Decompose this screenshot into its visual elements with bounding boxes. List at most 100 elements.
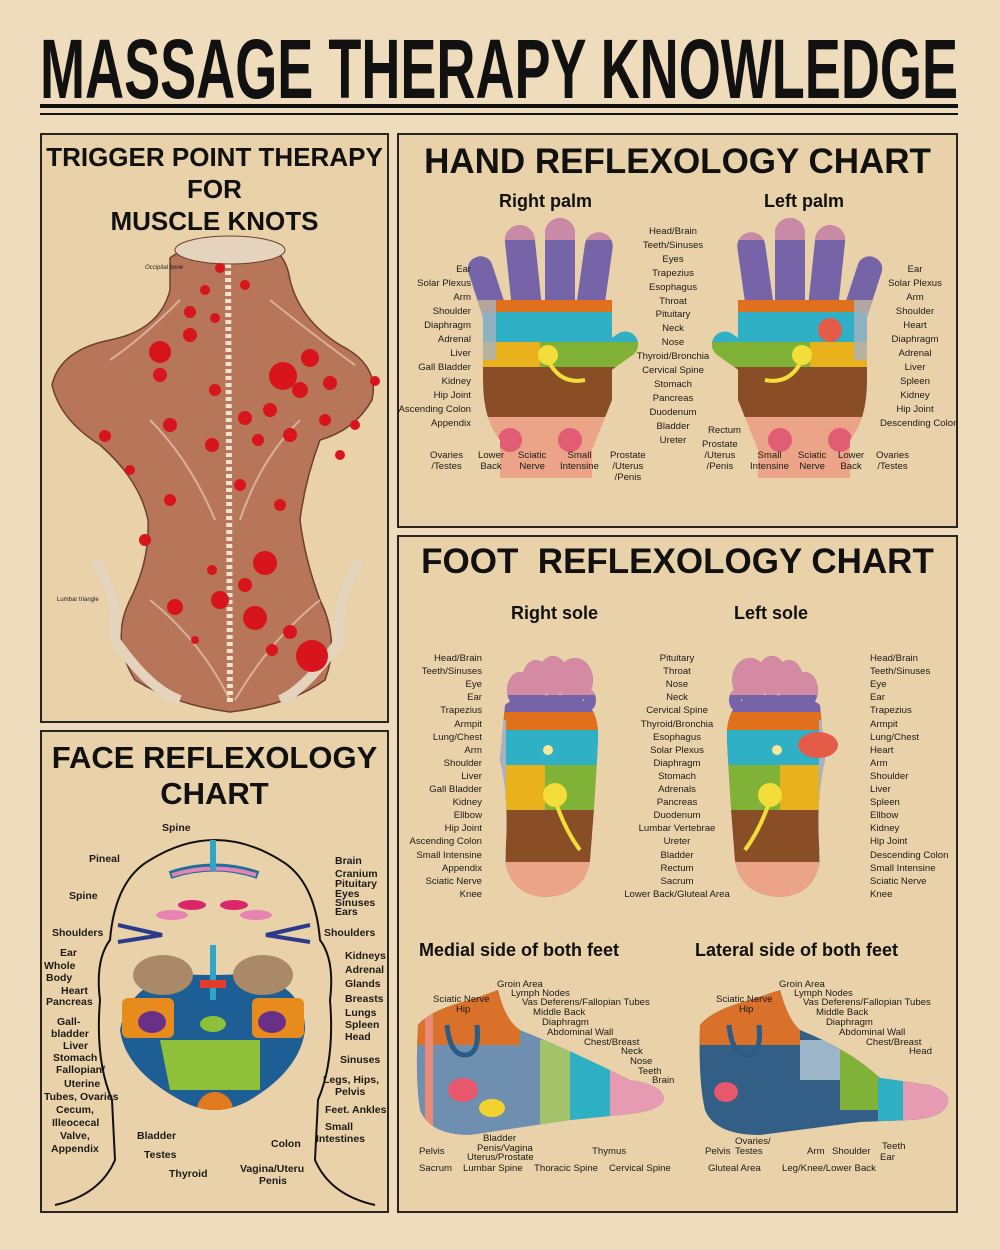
hand-label-right: Arm (906, 292, 924, 303)
lumbar-triangle-label: Lumbar triangle (57, 597, 99, 603)
occipital-bone-label: Occipital bone (145, 265, 184, 271)
lateral-foot-label: Hip (739, 1004, 754, 1015)
hand-label-left: Hip Joint (433, 390, 471, 401)
hand-label-left: Shoulder (432, 306, 471, 317)
back-muscle-illustration (51, 235, 380, 713)
hand-label-right: Solar Plexus (888, 278, 942, 289)
foot-label-right: Heart (870, 744, 894, 756)
hand-label-center: Eyes (662, 253, 684, 265)
trigger-point-title: TRIGGER POINT THERAPY FOR MUSCLE KNOTS (42, 141, 387, 237)
face-label-right: Feet. Ankles (325, 1104, 387, 1116)
face-label-left: Bladder (137, 1130, 177, 1142)
foot-label-center: Throat (663, 666, 691, 678)
medial-foot-label: Chest/Breast (584, 1037, 640, 1048)
face-label-left: Body (46, 972, 73, 984)
lateral-foot-label: Middle Back (816, 1007, 869, 1018)
medial-foot-label: Brain (652, 1075, 675, 1086)
face-label-left: Shoulders (52, 927, 104, 939)
hand-label-center: Pancreas (652, 392, 694, 404)
trigger-point-dot (252, 434, 264, 446)
medial-foot-label: Uterus/Prostate (467, 1152, 534, 1163)
hand-label-right: Hip Joint (896, 404, 934, 415)
hand-label-bottom: Rectum (708, 425, 742, 436)
face-label-left: Gall- (57, 1016, 81, 1028)
lateral-foot-label: Abdominal Wall (839, 1027, 906, 1038)
medial-side-title: Medial side of both feet (419, 940, 620, 960)
trigger-point-dot (269, 362, 297, 390)
face-label-left: Testes (144, 1149, 177, 1161)
foot-label-right: Spleen (870, 797, 900, 809)
hand-label-bottom: Small Intensine (750, 450, 789, 472)
medial-foot-label: Middle Back (533, 1007, 586, 1018)
face-illustration (54, 839, 376, 1206)
face-label-left: Tubes, Ovaries (44, 1091, 119, 1103)
foot-label-center: Bladder (660, 849, 694, 861)
foot-label-left: Kidney (452, 797, 482, 809)
hand-label-right: Spleen (900, 376, 930, 387)
lateral-foot-label: Ear (880, 1152, 895, 1163)
face-label-right: Sinuses (340, 1054, 381, 1066)
face-label-left: Appendix (51, 1143, 99, 1155)
hand-label-left: Liver (450, 348, 471, 359)
lateral-foot-label: Chest/Breast (866, 1037, 922, 1048)
foot-label-center: Thyroid/Bronchia (640, 718, 714, 730)
trigger-point-dot (99, 430, 111, 442)
face-label-right: Lungs (345, 1007, 377, 1019)
hand-label-left: Ascending Colon (398, 404, 471, 415)
trigger-point-dot (283, 625, 297, 639)
page-title: MASSAGE THERAPY KNOWLEDGE (40, 22, 958, 116)
foot-label-center: Sacrum (660, 875, 694, 887)
foot-label-left: Arm (464, 744, 482, 756)
foot-label-right: Kidney (870, 823, 900, 835)
hand-label-center: Trapezius (652, 267, 694, 279)
trigger-point-dot (167, 599, 183, 615)
foot-label-left: Appendix (441, 862, 482, 874)
foot-label-left: Eye (465, 679, 482, 691)
hand-label-left: Diaphragm (424, 320, 471, 331)
medial-foot-label: Groin Area (497, 979, 543, 990)
foot-label-center: Ureter (663, 836, 691, 848)
right-sole-illustration (500, 656, 599, 897)
hand-label-center: Nose (661, 337, 685, 349)
medial-foot-label: Teeth (638, 1066, 662, 1077)
foot-label-center: Neck (666, 692, 688, 704)
foot-label-center: Stomach (658, 770, 696, 782)
medial-foot-label: Hip (456, 1004, 471, 1015)
face-label-right: Spleen (345, 1019, 380, 1031)
face-label-left: Illeocecal (52, 1117, 100, 1129)
lateral-foot-label: Groin Area (779, 979, 825, 990)
right-palm-label: Right palm (499, 191, 592, 211)
foot-label-center: Solar Plexus (650, 744, 704, 756)
foot-label-right: Ear (870, 692, 885, 704)
lateral-foot-label: Diaphragm (826, 1017, 873, 1028)
face-label-right: Small (325, 1121, 354, 1133)
foot-label-center: Diaphragm (653, 757, 701, 769)
foot-label-right: Ellbow (870, 810, 899, 822)
trigger-point-dot (139, 534, 151, 546)
face-label-right: Colon (271, 1138, 301, 1150)
hand-label-bottom: Prostate /Uterus /Penis (702, 439, 738, 472)
title-rule-top (40, 104, 958, 108)
title-rule-bottom (40, 113, 958, 115)
foot-label-left: Knee (459, 888, 482, 900)
foot-label-right: Knee (870, 888, 893, 900)
trigger-point-dot (350, 420, 360, 430)
face-label-left: Fallopian/ (56, 1064, 106, 1076)
foot-label-right: Descending Colon (870, 849, 949, 861)
trigger-point-dot (283, 428, 297, 442)
face-label-left: Pineal (89, 853, 120, 865)
hand-label-right: Adrenal (898, 348, 932, 359)
face-label-left: Ear (60, 947, 77, 959)
foot-label-left: Sciatic Nerve (425, 875, 482, 887)
medial-foot-label: Lymph Nodes (511, 988, 570, 999)
face-label-right: Pituitary (335, 878, 378, 890)
trigger-point-dot (238, 578, 252, 592)
medial-foot-label: Neck (621, 1046, 643, 1057)
trigger-point-dot (205, 438, 219, 452)
medial-foot-label: Abdominal Wall (547, 1027, 614, 1038)
medial-foot-label: Bladder (483, 1133, 517, 1144)
title-line: MUSCLE KNOTS (110, 206, 319, 236)
trigger-point-dot (149, 341, 171, 363)
face-label-left: Valve, (60, 1130, 90, 1142)
